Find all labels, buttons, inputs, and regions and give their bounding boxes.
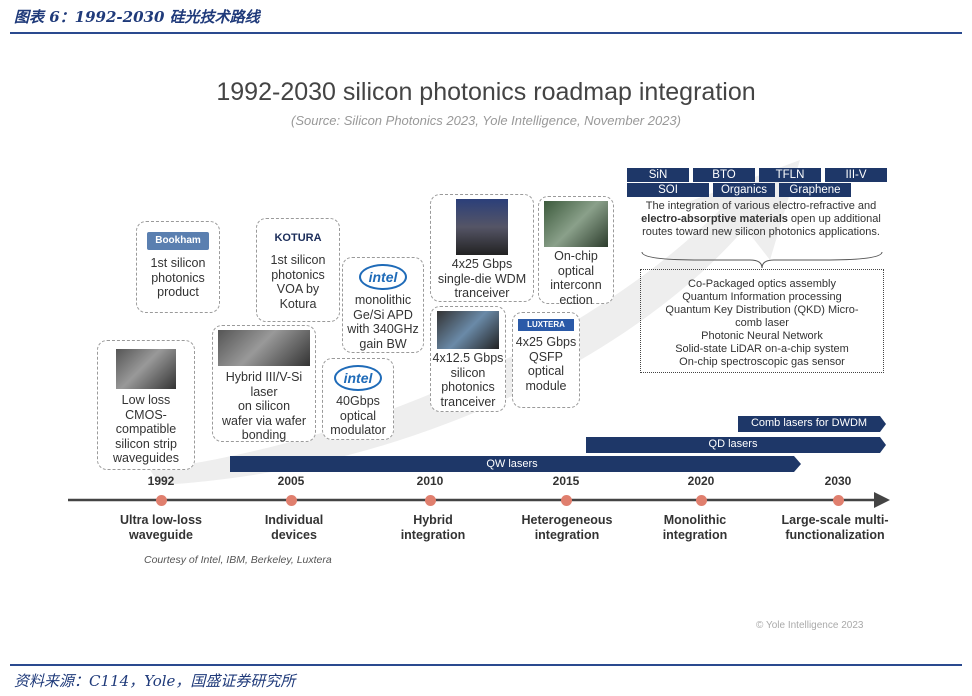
application-item: Quantum Information processing: [682, 291, 842, 303]
material-tag-bto: BTO: [693, 168, 755, 182]
application-item: Quantum Key Distribution (QKD) Micro- co…: [665, 304, 859, 329]
timeline-dot-2015: [561, 495, 572, 506]
materials-text-bold: electro-absorptive materials: [641, 213, 788, 225]
card-luxtera: LUXTERA 4x25 Gbps QSFP optical module: [512, 312, 580, 408]
year-label-2010: 2010: [416, 474, 444, 488]
stage-hybrid-integration: Hybrid integration: [400, 513, 466, 542]
card-text: Low loss CMOS- compatible silicon strip …: [112, 393, 179, 465]
card-intel-apd: intel monolithic Ge/Si APD with 340GHz g…: [342, 257, 424, 353]
card-text: Hybrid III/V-Si laser on silicon wafer v…: [221, 370, 307, 442]
card-low-loss-waveguide: Low loss CMOS- compatible silicon strip …: [97, 340, 195, 470]
application-item: On-chip spectroscopic gas sensor: [679, 356, 845, 368]
stage-large-scale: Large-scale multi- functionalization: [781, 513, 889, 542]
material-tag-graphene: Graphene: [779, 183, 851, 197]
application-item: Co-Packaged optics assembly: [688, 278, 836, 290]
stage-individual-devices: Individual devices: [264, 513, 324, 542]
intel-trx-photo: [437, 311, 499, 349]
year-label-2020: 2020: [687, 474, 715, 488]
card-text: 1st silicon photonics VOA by Kotura: [270, 253, 326, 311]
intel-logo: intel: [359, 264, 407, 290]
year-label-2030: 2030: [824, 474, 852, 488]
card-hybrid-laser: Hybrid III/V-Si laser on silicon wafer v…: [212, 325, 316, 442]
materials-text-pre: The integration of various electro-refra…: [645, 200, 877, 212]
berkeley-chip-photo: [544, 201, 608, 247]
applications-box: Co-Packaged optics assembly Quantum Info…: [640, 269, 884, 373]
ibm-chip-photo: [456, 199, 508, 255]
card-text: 40Gbps optical modulator: [330, 394, 386, 437]
timeline-dot-2010: [425, 495, 436, 506]
bookham-logo: Bookham: [147, 232, 209, 250]
source-note: 资料来源：C114，Yole，国盛证券研究所: [14, 672, 296, 690]
band-comb-lasers: Comb lasers for DWDM: [750, 417, 868, 429]
card-text: 4x25 Gbps QSFP optical module: [515, 335, 577, 393]
card-text: 4x12.5 Gbps silicon photonics tranceiver: [432, 351, 504, 409]
waveguide-photo: [116, 349, 176, 389]
timeline-dot-2005: [286, 495, 297, 506]
card-bookham: Bookham 1st silicon photonics product: [136, 221, 220, 313]
timeline-dot-1992: [156, 495, 167, 506]
stage-ultra-low-loss: Ultra low-loss waveguide: [120, 513, 202, 542]
card-text: On-chip optical interconn ection: [550, 249, 602, 307]
stage-monolithic: Monolithic integration: [662, 513, 728, 542]
material-tag-sin: SiN: [627, 168, 689, 182]
year-label-1992: 1992: [147, 474, 175, 488]
card-ibm-wdm: 4x25 Gbps single-die WDM tranceiver: [430, 194, 534, 302]
material-tag-tfln: TFLN: [759, 168, 821, 182]
figure-label: 图表 6：1992-2030 硅光技术路线: [14, 8, 260, 26]
band-qw-lasers: QW lasers: [486, 458, 538, 470]
hybrid-laser-photo: [218, 330, 310, 366]
material-tag-iii-v: III-V: [825, 168, 887, 182]
year-label-2005: 2005: [277, 474, 305, 488]
header-rule: [10, 32, 962, 34]
stage-heterogeneous: Heterogeneous integration: [521, 513, 613, 542]
card-text: 4x25 Gbps single-die WDM tranceiver: [437, 257, 527, 300]
courtesy-note: Courtesy of Intel, IBM, Berkeley, Luxter…: [144, 554, 332, 566]
year-label-2015: 2015: [552, 474, 580, 488]
copyright-note: © Yole Intelligence 2023: [756, 620, 864, 631]
materials-text-post: open up additional routes toward new sil…: [642, 213, 881, 238]
card-kotura: KOTURA 1st silicon photonics VOA by Kotu…: [256, 218, 340, 322]
kotura-logo: KOTURA: [274, 232, 322, 244]
card-intel-modulator: intel 40Gbps optical modulator: [322, 358, 394, 440]
card-text: monolithic Ge/Si APD with 340GHz gain BW: [347, 293, 419, 351]
material-tag-organics: Organics: [713, 183, 775, 197]
application-item: Photonic Neural Network: [701, 330, 823, 342]
card-berkeley: On-chip optical interconn ection: [538, 196, 614, 307]
intel-logo: intel: [334, 365, 382, 391]
timeline-dot-2030: [833, 495, 844, 506]
timeline-dot-2020: [696, 495, 707, 506]
footer-rule: [10, 664, 962, 666]
luxtera-logo: LUXTERA: [518, 319, 574, 331]
card-intel-transceiver: 4x12.5 Gbps silicon photonics tranceiver: [430, 306, 506, 412]
materials-bracket: [641, 251, 883, 269]
band-qd-lasers: QD lasers: [708, 438, 758, 450]
diagram-title: 1992-2030 silicon photonics roadmap inte…: [216, 78, 756, 106]
application-item: Solid-state LiDAR on-a-chip system: [675, 343, 849, 355]
card-text: 1st silicon photonics product: [150, 256, 206, 299]
material-tag-soi: SOI: [627, 183, 709, 197]
materials-description: The integration of various electro-refra…: [640, 200, 882, 239]
diagram-subtitle: (Source: Silicon Photonics 2023, Yole In…: [291, 113, 681, 128]
